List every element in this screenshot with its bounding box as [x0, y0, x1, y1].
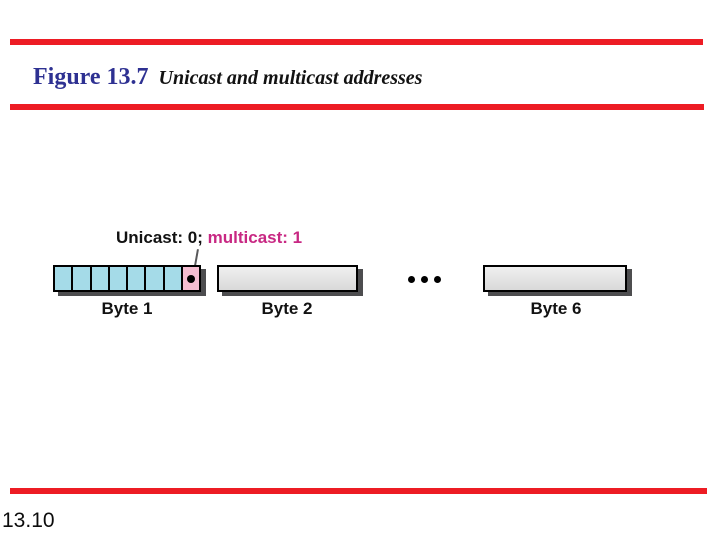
ellipsis-dot [434, 276, 441, 283]
byte1-box [53, 265, 201, 292]
byte2-box [217, 265, 358, 292]
page-number: 13.10 [2, 509, 55, 532]
byte1-label: Byte 1 [101, 299, 153, 318]
figure-caption: Unicast and multicast addresses [158, 67, 423, 89]
bit-cell [109, 267, 128, 290]
bottom-rule-bar [10, 488, 707, 494]
bit-cell [91, 267, 110, 290]
ellipsis-dot [408, 276, 415, 283]
bit-dot [186, 274, 195, 283]
bit-cell [164, 267, 183, 290]
byte2-label: Byte 2 [261, 299, 313, 318]
multicast-annotation-text: multicast: 1 [207, 228, 303, 247]
annotation-pointer-line [194, 249, 199, 267]
byte6-box [483, 265, 627, 292]
bit-cell [146, 267, 165, 290]
multicast-bit-cell [182, 267, 199, 290]
bit-cell [55, 267, 74, 290]
ellipsis-dot [421, 276, 428, 283]
title-underline-rule-bar [10, 104, 704, 110]
ellipsis-dots [408, 276, 441, 283]
unicast-annotation-text: Unicast: 0; [116, 228, 203, 247]
figure-number-label: Figure 13.7 [33, 64, 149, 90]
top-rule-bar [10, 39, 703, 45]
bit-cell [128, 267, 147, 290]
bit-cell [73, 267, 92, 290]
byte6-label: Byte 6 [530, 299, 582, 318]
bit-annotation: Unicast: 0; multicast: 1 [116, 228, 302, 248]
slide-title: Figure 13.7 Unicast and multicast addres… [33, 64, 422, 91]
